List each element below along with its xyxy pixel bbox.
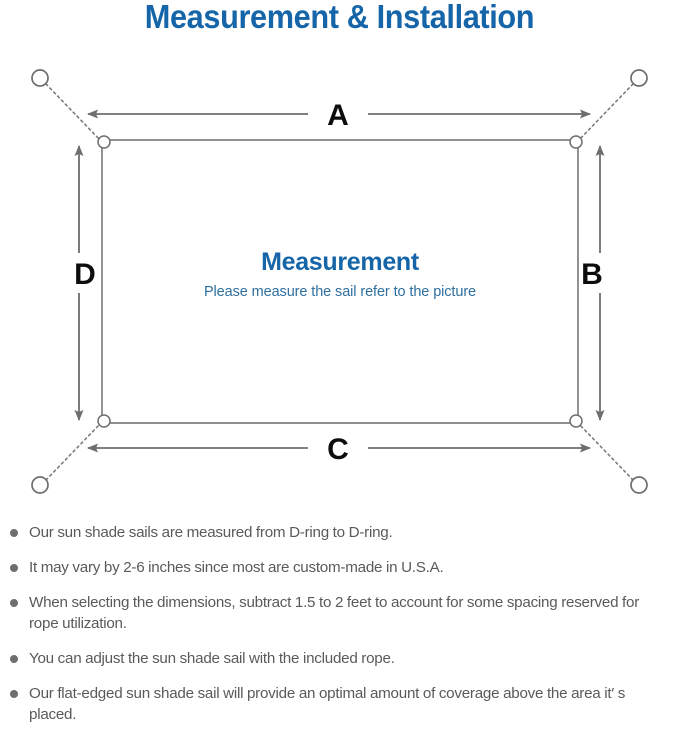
list-item: Our sun shade sails are measured from D-… [0,522,679,543]
list-item: It may vary by 2-6 inches since most are… [0,557,679,578]
anchor-point-top-left [31,69,49,87]
rope-line-top-right [577,83,634,142]
rope-lines [45,83,634,481]
bullet-icon [10,564,18,572]
sail-outline [101,139,579,424]
dimension-label-b: B [581,258,603,291]
rope-line-top-left [45,83,102,142]
dimension-label-c: C [327,433,349,466]
dimension-label-a: A [327,99,349,132]
anchor-point-bottom-left [31,476,49,494]
list-item: Our flat-edged sun shade sail will provi… [0,683,679,725]
bullet-icon [10,655,18,663]
bullet-icon [10,529,18,537]
sail-subheading: Please measure the sail refer to the pic… [204,284,476,300]
dimension-arrows [74,109,605,453]
d-ring-bottom-left [97,414,111,428]
anchor-point-bottom-right [630,476,648,494]
sun-shade-sail-measurement-diagram: Measurement Please measure the sail refe… [0,48,679,518]
d-ring-top-left [97,135,111,149]
d-rings [97,135,583,428]
dimension-label-d: D [74,258,96,291]
note-text: Our flat-edged sun shade sail will provi… [29,685,626,723]
notes-list: Our sun shade sails are measured from D-… [0,522,679,739]
list-item: You can adjust the sun shade sail with t… [0,648,679,669]
page-title: Measurement & Installation [144,0,535,35]
bullet-icon [10,690,18,698]
d-ring-top-right [569,135,583,149]
list-item: When selecting the dimensions, subtract … [0,592,679,634]
rope-line-bottom-right [577,422,634,481]
note-text: When selecting the dimensions, subtract … [29,594,640,632]
rope-line-bottom-left [45,422,102,481]
anchor-point-top-right [630,69,648,87]
sail-heading: Measurement [261,248,420,276]
d-ring-bottom-right [569,414,583,428]
bullet-icon [10,599,18,607]
note-text: You can adjust the sun shade sail with t… [29,650,395,667]
anchor-points [31,69,648,494]
note-text: It may vary by 2-6 inches since most are… [29,559,444,576]
note-text: Our sun shade sails are measured from D-… [29,524,393,541]
